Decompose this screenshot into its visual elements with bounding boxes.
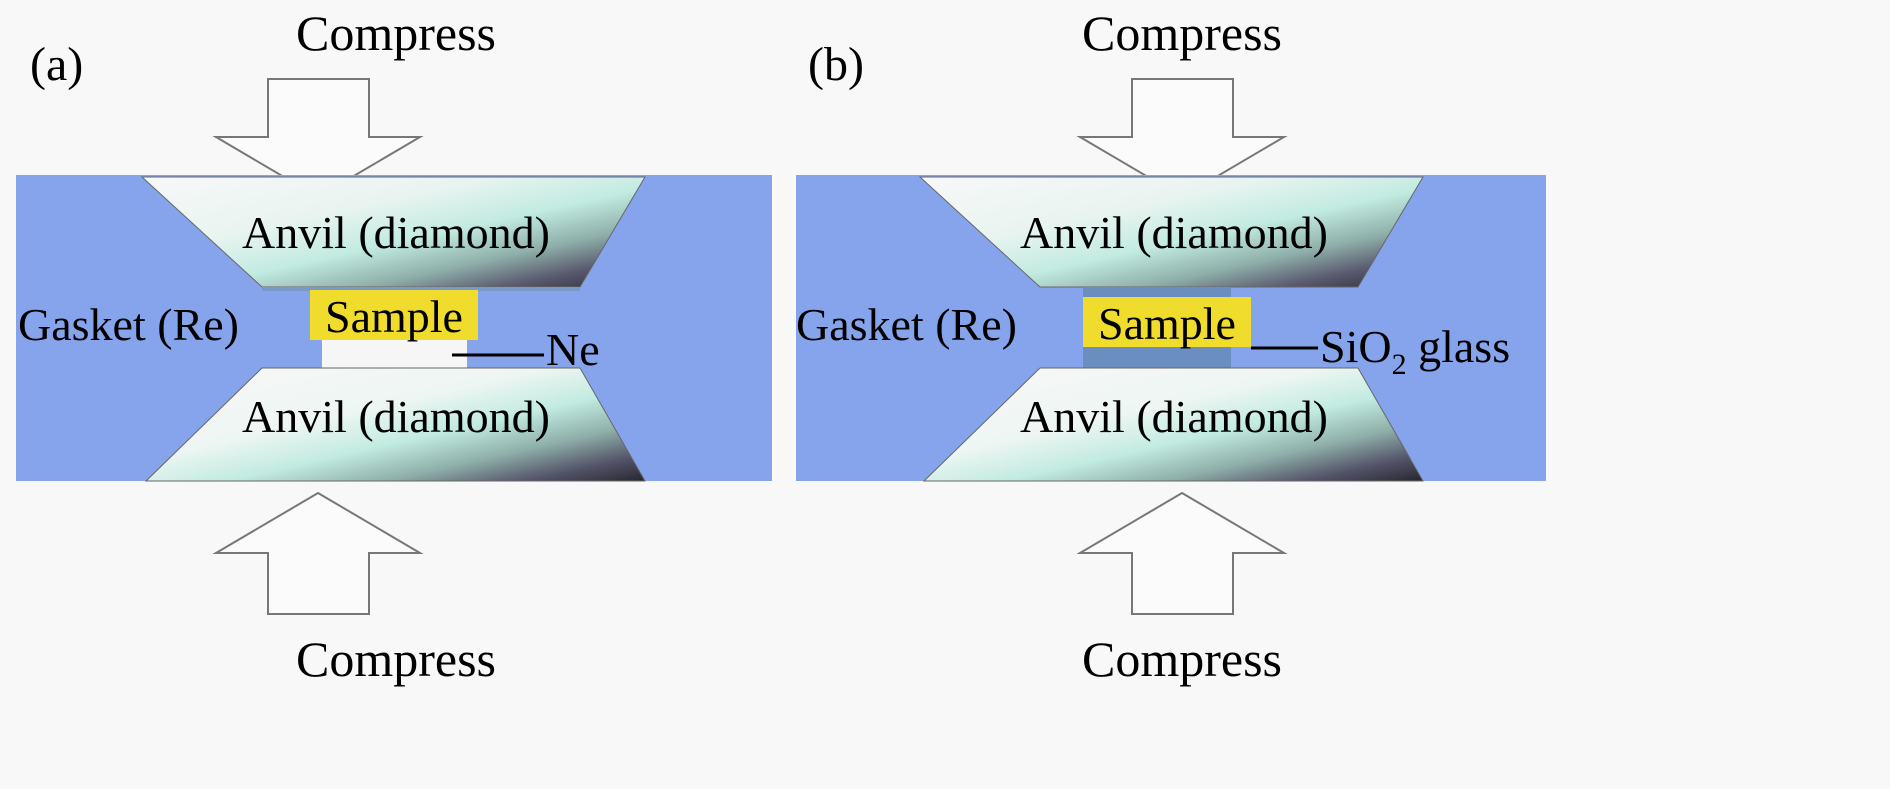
pressure-medium-ne <box>322 340 467 368</box>
sample-label: Sample <box>1098 298 1236 349</box>
sample-label: Sample <box>325 291 463 342</box>
top-anvil <box>918 176 1424 288</box>
up-arrow-icon <box>212 491 424 615</box>
medium-label: SiO2 glass <box>1320 321 1510 381</box>
sample <box>310 290 478 340</box>
down-arrow-icon <box>212 78 424 199</box>
panel-a: (a) Compress Anvil (diamond) Sample Gask… <box>16 5 772 687</box>
bottom-compress-label: Compress <box>1082 631 1282 687</box>
sample-chamber-top-edge <box>262 287 580 291</box>
bottom-anvil-label: Anvil (diamond) <box>242 391 550 442</box>
top-anvil-label: Anvil (diamond) <box>242 207 550 258</box>
top-compress-label: Compress <box>296 5 496 61</box>
bottom-anvil <box>922 367 1424 482</box>
top-compress-label: Compress <box>1082 5 1282 61</box>
bottom-anvil <box>144 367 646 482</box>
bottom-anvil-label: Anvil (diamond) <box>1020 391 1328 442</box>
gasket-label: Gasket (Re) <box>18 299 239 350</box>
panel-b: (b) Compress Anvil (diamond) Sample Gask… <box>796 5 1546 687</box>
down-arrow-icon <box>1076 78 1288 199</box>
sample <box>1083 297 1251 347</box>
medium-label: Ne <box>546 324 600 375</box>
top-anvil-label: Anvil (diamond) <box>1020 207 1328 258</box>
panel-label: (a) <box>30 38 83 91</box>
bottom-compress-label: Compress <box>296 631 496 687</box>
gasket-label: Gasket (Re) <box>796 299 1017 350</box>
up-arrow-icon <box>1076 491 1288 615</box>
panel-label: (b) <box>808 38 864 91</box>
